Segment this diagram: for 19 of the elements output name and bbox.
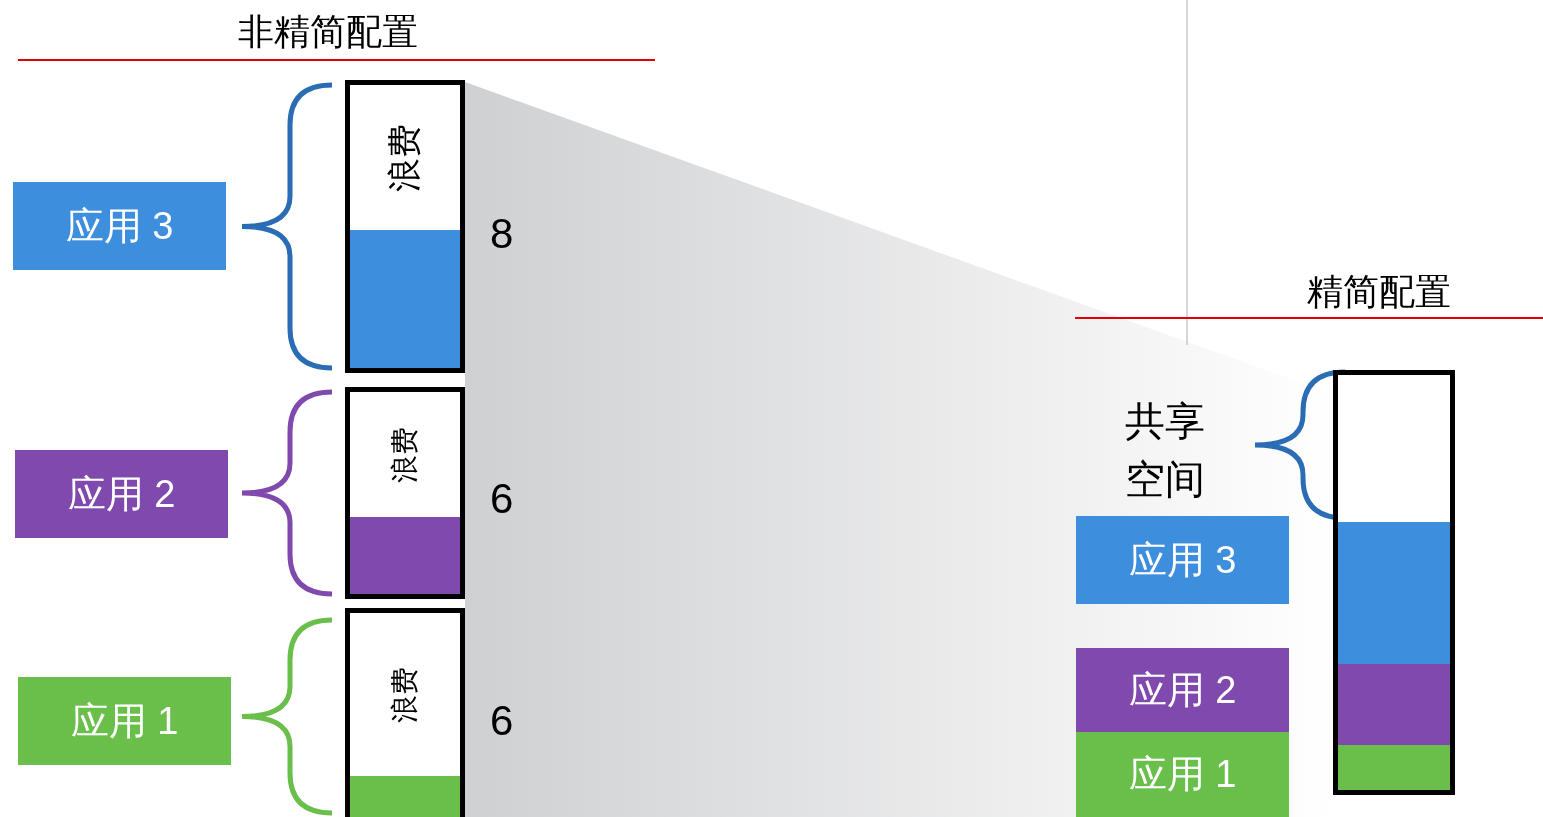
storage-bar [345, 80, 465, 373]
capacity-number: 6 [490, 475, 514, 523]
capacity-number: 8 [490, 210, 514, 258]
waste-label: 浪费 [388, 426, 421, 483]
shared-space-label: 共享空间 [1125, 398, 1206, 503]
storage-bar [1333, 370, 1455, 795]
waste-label: 浪费 [388, 666, 421, 723]
app-label-box: 应用 1 [18, 677, 231, 765]
app-label-box: 应用 3 [13, 182, 226, 270]
storage-bar [345, 608, 465, 817]
app-label-box: 应用 2 [15, 450, 228, 538]
storage-bar [345, 387, 465, 599]
section-title: 精简配置 [1307, 270, 1451, 314]
app-label-box: 应用 1 [1076, 732, 1289, 817]
section-title: 非精简配置 [238, 10, 418, 54]
capacity-number: 6 [490, 697, 514, 745]
app-label-box: 应用 2 [1076, 648, 1289, 732]
app-label-box: 应用 3 [1076, 516, 1289, 604]
waste-label: 浪费 [384, 123, 424, 192]
